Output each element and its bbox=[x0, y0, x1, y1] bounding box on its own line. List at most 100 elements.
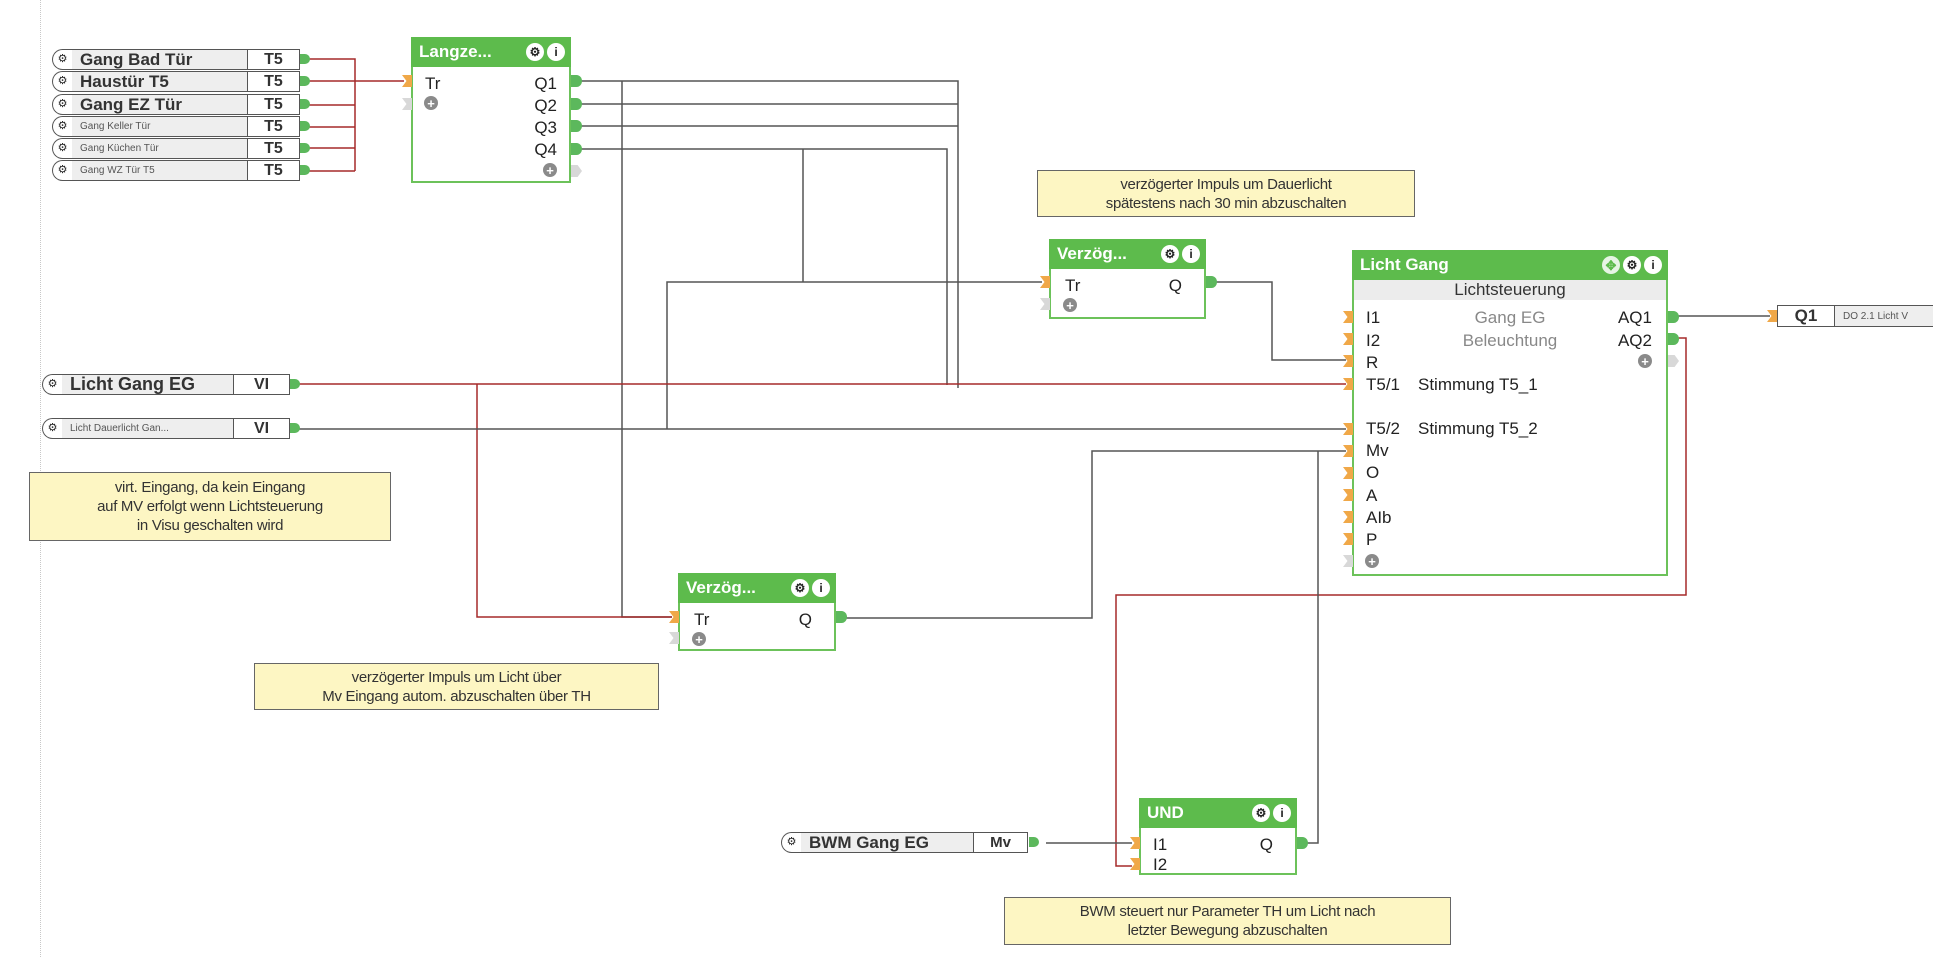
pin-label-t5-1: T5/1 bbox=[1366, 375, 1401, 394]
block-header[interactable]: Verzög... ⚙ i bbox=[1049, 239, 1206, 269]
note-line: spätestens nach 30 min abzuschalten bbox=[1105, 194, 1347, 212]
input-pin-tr[interactable] bbox=[669, 611, 679, 623]
note-bwm[interactable]: BWM steuert nur Parameter TH um Licht na… bbox=[1004, 897, 1451, 945]
note-virt-eingang[interactable]: virt. Eingang, da kein Eingang auf MV er… bbox=[29, 472, 391, 541]
output-pin-q[interactable] bbox=[1297, 837, 1308, 849]
output-pin[interactable] bbox=[290, 423, 300, 433]
output-pin-q3[interactable] bbox=[571, 120, 582, 132]
move-icon[interactable]: ✥ bbox=[1602, 256, 1620, 274]
block-header[interactable]: UND ⚙ i bbox=[1139, 798, 1297, 828]
add-output-icon[interactable]: + bbox=[543, 163, 557, 177]
input-pin-tr[interactable] bbox=[1040, 276, 1050, 288]
output-pin-q1[interactable] bbox=[571, 75, 582, 87]
gear-icon[interactable]: ⚙ bbox=[42, 374, 62, 395]
input-name: Gang Keller Tür bbox=[72, 116, 248, 137]
gear-icon[interactable]: ⚙ bbox=[42, 418, 62, 439]
add-input-icon[interactable]: + bbox=[692, 632, 706, 646]
info-icon[interactable]: i bbox=[1644, 256, 1662, 274]
output-pin[interactable] bbox=[1029, 837, 1039, 847]
add-output-icon[interactable]: + bbox=[1638, 354, 1652, 368]
add-input-icon[interactable]: + bbox=[1063, 298, 1077, 312]
input-pin-i1[interactable] bbox=[1130, 837, 1140, 849]
block-licht-gang[interactable]: Licht Gang ✥ ⚙ i Lichtsteuerung I1 Gang … bbox=[1352, 250, 1668, 576]
output-pin-aq2[interactable] bbox=[1668, 333, 1679, 345]
info-icon[interactable]: i bbox=[1182, 245, 1200, 263]
output-q1-input-pin[interactable] bbox=[1767, 310, 1777, 322]
input-name: Gang WZ Tür T5 bbox=[72, 160, 248, 181]
block-verzoegerung-top[interactable]: Verzög... ⚙ i Tr Q + bbox=[1049, 239, 1206, 319]
gear-icon[interactable]: ⚙ bbox=[52, 94, 72, 115]
gear-icon[interactable]: ⚙ bbox=[52, 49, 72, 70]
add-input-icon[interactable]: + bbox=[424, 96, 438, 110]
input-haustuer[interactable]: ⚙ Haustür T5 T5 bbox=[52, 71, 310, 92]
info-icon[interactable]: i bbox=[1273, 804, 1291, 822]
input-pin-o[interactable] bbox=[1343, 467, 1353, 479]
output-pin-q[interactable] bbox=[836, 611, 847, 623]
pin-label-tr: Tr bbox=[425, 74, 441, 93]
output-pin[interactable] bbox=[300, 143, 310, 153]
output-pin-q[interactable] bbox=[1206, 276, 1217, 288]
output-pin-q4[interactable] bbox=[571, 143, 582, 155]
output-pin[interactable] bbox=[300, 54, 310, 64]
block-und[interactable]: UND ⚙ i I1 I2 Q bbox=[1139, 798, 1297, 875]
block-verzoegerung-bottom[interactable]: Verzög... ⚙ i Tr Q + bbox=[678, 573, 836, 651]
gear-icon[interactable]: ⚙ bbox=[52, 160, 72, 181]
input-pin-add[interactable] bbox=[402, 98, 412, 110]
block-header[interactable]: Licht Gang ✥ ⚙ i bbox=[1352, 250, 1668, 280]
output-pin[interactable] bbox=[300, 121, 310, 131]
note-impuls-licht[interactable]: verzögerter Impuls um Licht über Mv Eing… bbox=[254, 663, 659, 710]
info-icon[interactable]: i bbox=[812, 579, 830, 597]
input-pin-aib[interactable] bbox=[1343, 511, 1353, 523]
block-header[interactable]: Langze... ⚙ i bbox=[411, 37, 571, 67]
output-pin-add[interactable] bbox=[571, 165, 582, 177]
add-input-icon[interactable]: + bbox=[1365, 554, 1379, 568]
gear-icon[interactable]: ⚙ bbox=[1252, 804, 1270, 822]
input-type: T5 bbox=[248, 160, 300, 181]
gear-icon[interactable]: ⚙ bbox=[52, 138, 72, 159]
input-gang-keller-tuer[interactable]: ⚙ Gang Keller Tür T5 bbox=[52, 116, 310, 137]
input-gang-kuechen-tuer[interactable]: ⚙ Gang Küchen Tür T5 bbox=[52, 138, 310, 159]
gear-icon[interactable]: ⚙ bbox=[1161, 245, 1179, 263]
info-icon[interactable]: i bbox=[547, 43, 565, 61]
pin-label-mv: Mv bbox=[1366, 441, 1389, 460]
gear-icon[interactable]: ⚙ bbox=[1623, 256, 1641, 274]
gear-icon[interactable]: ⚙ bbox=[781, 832, 801, 853]
input-pin-a[interactable] bbox=[1343, 489, 1353, 501]
gear-icon[interactable]: ⚙ bbox=[52, 116, 72, 137]
input-gang-bad-tuer[interactable]: ⚙ Gang Bad Tür T5 bbox=[52, 49, 310, 70]
block-header[interactable]: Verzög... ⚙ i bbox=[678, 573, 836, 603]
input-name: Haustür T5 bbox=[72, 71, 248, 92]
input-pin-i2[interactable] bbox=[1343, 333, 1353, 345]
output-pin-q2[interactable] bbox=[571, 98, 582, 110]
input-name: Gang EZ Tür bbox=[72, 94, 248, 115]
gear-icon[interactable]: ⚙ bbox=[526, 43, 544, 61]
output-pin-add[interactable] bbox=[1668, 355, 1679, 367]
input-pin-t5-2[interactable] bbox=[1343, 423, 1353, 435]
block-langzeit[interactable]: Langze... ⚙ i Tr + Q1 Q2 Q3 Q4 + bbox=[411, 37, 571, 183]
gear-icon[interactable]: ⚙ bbox=[52, 71, 72, 92]
input-gang-ez-tuer[interactable]: ⚙ Gang EZ Tür T5 bbox=[52, 94, 310, 115]
input-licht-dauerlicht[interactable]: ⚙ Licht Dauerlicht Gan... VI bbox=[42, 418, 300, 439]
input-pin-i2[interactable] bbox=[1130, 858, 1140, 870]
output-q1[interactable]: Q1 DO 2.1 Licht V bbox=[1777, 305, 1933, 327]
block-title: Licht Gang bbox=[1360, 255, 1449, 274]
output-pin[interactable] bbox=[300, 99, 310, 109]
input-bwm-gang-eg[interactable]: ⚙ BWM Gang EG Mv bbox=[781, 832, 1039, 853]
input-pin-add[interactable] bbox=[669, 632, 679, 644]
output-pin[interactable] bbox=[300, 165, 310, 175]
input-pin-add[interactable] bbox=[1343, 555, 1353, 567]
output-pin[interactable] bbox=[290, 379, 300, 389]
input-pin-t5-1[interactable] bbox=[1343, 378, 1353, 390]
input-pin-p[interactable] bbox=[1343, 533, 1353, 545]
input-pin-mv[interactable] bbox=[1343, 445, 1353, 457]
input-gang-wz-tuer[interactable]: ⚙ Gang WZ Tür T5 T5 bbox=[52, 160, 310, 181]
input-pin-tr[interactable] bbox=[402, 75, 412, 87]
input-pin-r[interactable] bbox=[1343, 355, 1353, 367]
input-pin-i1[interactable] bbox=[1343, 311, 1353, 323]
gear-icon[interactable]: ⚙ bbox=[791, 579, 809, 597]
input-licht-gang-eg[interactable]: ⚙ Licht Gang EG VI bbox=[42, 374, 300, 395]
output-pin-aq1[interactable] bbox=[1668, 311, 1679, 323]
note-dauerlicht[interactable]: verzögerter Impuls um Dauerlicht spätest… bbox=[1037, 170, 1415, 217]
input-pin-add[interactable] bbox=[1040, 298, 1050, 310]
output-pin[interactable] bbox=[300, 76, 310, 86]
